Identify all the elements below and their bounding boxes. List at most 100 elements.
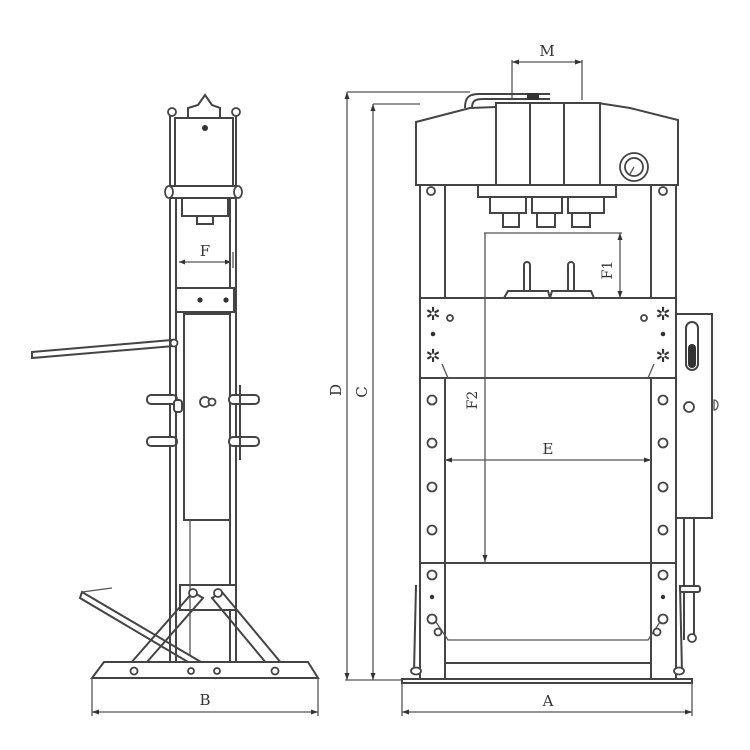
front-lower-pin-right (652, 627, 662, 637)
front-ram-1 (489, 196, 527, 214)
front-v-block-left (502, 290, 552, 299)
dim-F1-arrows (617, 233, 623, 298)
post-hole (657, 481, 669, 493)
side-pedal-tip (81, 587, 113, 593)
front-top-pin-right (658, 186, 668, 196)
label-F1: F1 (600, 261, 616, 280)
side-view: F (31, 93, 320, 716)
side-base-bolt-1 (129, 666, 139, 676)
height-dimensions: D C (327, 91, 470, 681)
front-bolster-hole-left (446, 314, 454, 322)
dim-F2-arrow (482, 555, 488, 562)
front-v-pin-right (567, 261, 575, 293)
post-hole (426, 569, 438, 581)
side-pin-right-upper (228, 394, 260, 405)
side-top-cap (187, 93, 221, 118)
side-pump-body (183, 313, 231, 521)
side-plate-bolt-1 (197, 297, 203, 303)
side-leg-pivot-right (213, 588, 223, 598)
front-support-foot-left (410, 666, 422, 676)
front-lower-beam-brace (435, 621, 661, 641)
side-pin-lock (173, 399, 183, 413)
post-hole (657, 569, 669, 581)
front-side-rod-collar (679, 585, 701, 593)
star-nut-icon: ✲ (425, 304, 440, 325)
front-hose-fitting (527, 93, 539, 100)
star-nut-icon: ✲ (655, 304, 670, 325)
side-base-foot (90, 661, 320, 679)
side-bolster-plate (175, 287, 235, 313)
post-hole (657, 437, 669, 449)
front-side-rod-end (687, 633, 697, 643)
side-ram (181, 197, 229, 217)
side-pin-left-upper (146, 394, 178, 405)
post-hole (657, 524, 669, 536)
label-C: C (353, 386, 371, 397)
post-hole (657, 394, 669, 406)
front-hose-inner (471, 98, 550, 109)
post-hole (426, 437, 438, 449)
side-plate-bolt-2 (223, 297, 229, 303)
front-bolster-dot-left (430, 331, 436, 337)
front-view: M F1 (401, 42, 719, 716)
side-pin-left-lower (146, 436, 178, 447)
side-top-pin-right (231, 107, 241, 117)
label-E: E (543, 440, 554, 458)
front-post-holes (426, 394, 669, 625)
side-clamp-band (169, 185, 237, 199)
front-side-cylinder-valve (683, 401, 695, 413)
front-cylinder-1 (495, 102, 531, 186)
pressure-gauge-needle (629, 166, 635, 175)
side-leg-pivot-left (188, 588, 198, 598)
post-hole (426, 394, 438, 406)
front-ram-3 (567, 196, 605, 214)
side-base-bolt-4 (270, 666, 280, 676)
front-base-plate (401, 678, 693, 684)
front-support-foot-right (673, 666, 685, 676)
star-nut-icon: ✲ (655, 346, 670, 367)
front-v-pin-left (523, 261, 531, 293)
dim-M-arrows (512, 59, 582, 65)
side-pump-handle (31, 338, 176, 360)
post-hole (426, 524, 438, 536)
front-top-pin-left (426, 186, 436, 196)
side-pump-valve-small (207, 397, 217, 407)
side-pin-right-lower (228, 436, 260, 447)
post-hole (657, 613, 669, 625)
post-hole (426, 481, 438, 493)
side-base-bolt-3 (213, 667, 221, 675)
label-B: B (199, 691, 210, 709)
dim-F-arrows (179, 259, 231, 265)
front-ram-tip-2 (536, 212, 556, 228)
front-cylinder-flange (477, 184, 617, 198)
front-side-cylinder-cap (713, 399, 719, 411)
front-cylinder-3 (563, 102, 601, 186)
post-dot (660, 594, 666, 600)
front-bolster-beam (419, 297, 677, 379)
label-M: M (539, 42, 554, 60)
front-star-nuts: ✲ ✲ ✲ ✲ (425, 304, 670, 367)
label-A: A (542, 692, 554, 710)
label-D: D (327, 384, 345, 396)
front-bolster-hole-right (640, 314, 648, 322)
side-clamp-nut-right (233, 185, 243, 199)
front-lower-pin-left (433, 627, 443, 637)
post-hole (426, 613, 438, 625)
side-top-pin-left (167, 107, 177, 117)
front-bolster-dot-right (660, 331, 666, 337)
side-pins (146, 385, 260, 460)
star-nut-icon: ✲ (425, 346, 440, 367)
side-clamp-nut-left (164, 185, 174, 199)
side-ram-tip (196, 215, 214, 225)
side-head-bolt (202, 125, 208, 131)
post-dot (429, 594, 435, 600)
side-handle-pivot (169, 338, 179, 348)
label-F: F (200, 242, 210, 260)
front-ram-tip-1 (502, 212, 520, 228)
front-ram-2 (531, 196, 563, 214)
front-v-block-right (548, 290, 596, 299)
label-F2: F2 (465, 391, 481, 410)
side-base-bolt-2 (187, 667, 195, 675)
front-hose (464, 93, 550, 109)
